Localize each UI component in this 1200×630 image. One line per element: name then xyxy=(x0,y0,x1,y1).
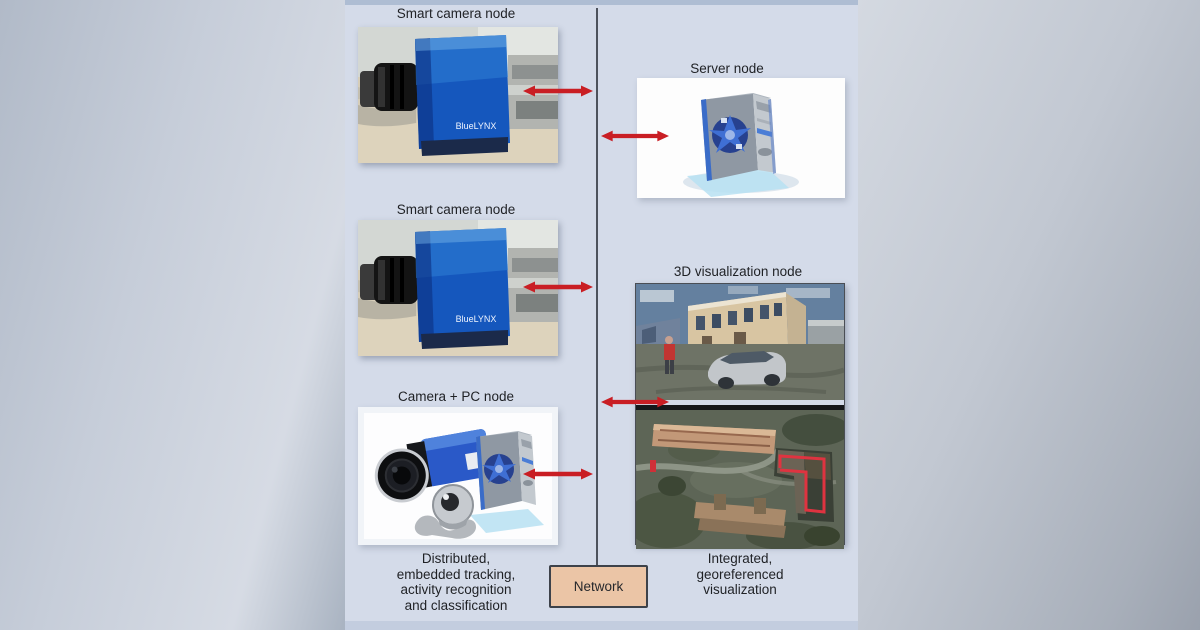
smart-camera-node-2-label: Smart camera node xyxy=(396,202,516,217)
caption-line: georeferenced xyxy=(696,566,784,582)
smart-camera-node-1-label: Smart camera node xyxy=(396,6,516,21)
caption-line: embedded tracking, xyxy=(396,566,516,582)
camera-pc-photo xyxy=(358,407,558,545)
network-label: Network xyxy=(573,579,624,594)
bidirectional-arrow-icon xyxy=(601,396,669,408)
caption-line: Distributed, xyxy=(421,551,491,566)
3d-scene-image xyxy=(635,284,845,400)
right-caption: Integrated, georeferenced visualization xyxy=(645,551,835,598)
3d-visualization-photos xyxy=(626,283,850,550)
device-brand-label: BlueLYNX xyxy=(456,314,497,324)
panel-bottom-edge xyxy=(345,621,858,630)
camera-pc-node-label: Camera + PC node xyxy=(398,389,514,404)
aerial-map-image xyxy=(626,410,850,550)
caption-line: and classification xyxy=(404,597,508,613)
server-node-label: Server node xyxy=(690,61,764,76)
caption-line: Integrated, xyxy=(707,551,773,566)
background-left xyxy=(0,0,345,630)
bidirectional-arrow-icon xyxy=(523,468,593,480)
panel-top-edge xyxy=(345,0,858,5)
device-brand-label: BlueLYNX xyxy=(456,121,497,131)
caption-line: activity recognition xyxy=(400,582,512,597)
bidirectional-arrow-icon xyxy=(601,130,669,142)
bidirectional-arrow-icon xyxy=(523,281,593,293)
caption-line: visualization xyxy=(703,582,777,597)
left-caption: Distributed, embedded tracking, activity… xyxy=(361,551,551,613)
3d-visualization-node-label: 3D visualization node xyxy=(673,264,803,279)
server-photo xyxy=(637,78,845,198)
network-divider-line xyxy=(596,8,598,565)
smart-camera-photo-2: BlueLYNX xyxy=(358,220,558,356)
smart-camera-photo-1: BlueLYNX xyxy=(358,27,558,163)
background-right xyxy=(858,0,1200,630)
network-box: Network xyxy=(549,565,648,608)
bidirectional-arrow-icon xyxy=(523,85,593,97)
image-separator-bar xyxy=(636,405,844,410)
